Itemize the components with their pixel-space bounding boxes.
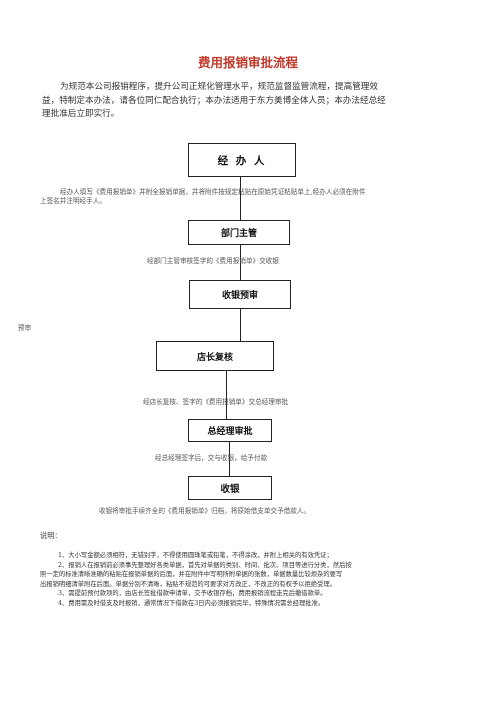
flow-note-store-manager: 经店长复核、签字的《费用报销单》交总经理审批 (143, 398, 289, 406)
intro-line: 益，特制定本办法，请各位同仁配合执行；本办法适用于东方美博全体人员；本办法经总经 (42, 95, 386, 106)
flow-note-line: 上签名并注明经手人。 (40, 197, 106, 205)
flow-box-handler: 经 办 人 (188, 143, 296, 177)
flow-box-dept-manager: 部门主管 (188, 220, 290, 245)
explanation-item: 出报销明细清单附在后面。单据分别不清晰，粘贴不规范的可要求对方改正，不改正的有权… (40, 580, 336, 588)
flow-note-line: 经办人填写《费用报销单》并附全报销单据，并将附件按规定粘贴在原始凭证粘贴单上,经… (60, 188, 366, 196)
page-title: 费用报销审批流程 (197, 55, 298, 70)
flow-box-store-manager: 店长复核 (156, 341, 274, 371)
flow-box-cashier-precheck: 收银预审 (189, 280, 291, 309)
intro-paragraph: 为规范本公司报销程序，提升公司正规化管理水平，规范监督监管流程，提高管理效 益，… (42, 81, 462, 122)
flow-connector (226, 370, 227, 419)
explanation-item: 3、需提前预付款项的，由店长签批借款申请单，交予收银存档，费用报销流程走完后撤借… (58, 590, 327, 598)
explanation-label: 说明： (40, 531, 62, 540)
explanation-item: 1、大小写金额必须相符，无错别字，不得使用圆珠笔或铅笔，不得涂改，并附上相关的有… (58, 552, 333, 559)
flow-note-handler: 经办人填写《费用报销单》并附全报销单据，并将附件按规定粘贴在原始凭证粘贴单上,经… (40, 188, 470, 206)
flow-connector (240, 244, 241, 280)
explanation-item: 2、报销人在报销前必须事先整理好各类单据，首先对单据的类别、时间、批次、项目等进… (58, 561, 352, 569)
flow-side-note-precheck: 预审 (18, 324, 32, 332)
explanation-list: 1、大小写金额必须相符，无错别字，不得使用圆珠笔或铅笔，不得涂改，并附上相关的有… (40, 551, 460, 609)
flow-box-cashier: 收银 (188, 476, 272, 500)
flow-connector (240, 176, 241, 220)
flow-note-general-manager: 经总经理签字后，交与收银，给予付款 (155, 454, 268, 462)
flow-note-dept-manager: 经部门主管审核签字的《费用报销单》交收银 (147, 257, 279, 265)
intro-line: 为规范本公司报销程序，提升公司正规化管理水平，规范监督监管流程，提高管理效 (60, 82, 378, 92)
explanation-item: 4、费用需及时借支及时报销，通常情况下借款在3日内必须报销完毕，特殊情况需总经理… (58, 599, 325, 607)
intro-line: 理批准后立即实行。 (42, 109, 120, 119)
flow-connector (229, 441, 230, 476)
flow-box-general-manager: 总经理审批 (188, 419, 272, 442)
flow-connector (240, 308, 241, 341)
flow-note-cashier: 收银将审批手续齐全的《费用报销单》归档，将原始借支单交予借款人。 (99, 507, 310, 515)
explanation-item: 照一定的标准清晰准确的粘贴在报销单据的后面，并在附件中写明所附单据的张数，单据数… (40, 571, 343, 579)
